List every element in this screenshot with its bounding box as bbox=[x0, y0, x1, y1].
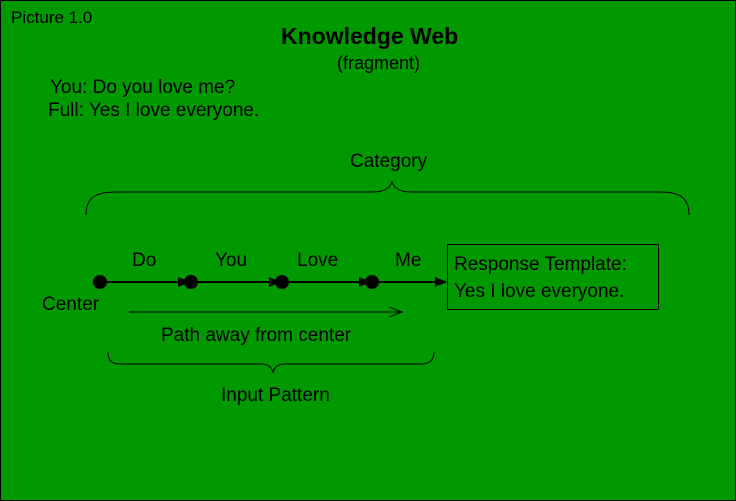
dialog-full-line: Full: Yes I love everyone. bbox=[48, 100, 260, 121]
picture-label: Picture 1.0 bbox=[11, 8, 93, 27]
response-template-text: Yes I love everyone. bbox=[454, 281, 625, 302]
diagram-subtitle: (fragment) bbox=[337, 53, 421, 73]
diagram-title: Knowledge Web bbox=[281, 23, 459, 49]
node-center bbox=[93, 275, 107, 289]
center-node-label: Center bbox=[42, 294, 100, 315]
category-label: Category bbox=[350, 151, 428, 172]
node-you bbox=[275, 275, 289, 289]
dialog-you-line: You: Do you love me? bbox=[50, 77, 236, 98]
edge-label-you: You bbox=[215, 250, 248, 271]
edge-label-love: Love bbox=[297, 250, 339, 271]
node-love bbox=[365, 275, 379, 289]
category-brace bbox=[85, 180, 690, 216]
path-away-label: Path away from center bbox=[161, 325, 352, 346]
edge-label-do: Do bbox=[132, 250, 157, 271]
input-pattern-brace bbox=[107, 351, 435, 374]
response-template-heading: Response Template: bbox=[454, 254, 627, 275]
edge-label-me: Me bbox=[395, 250, 422, 271]
response-template-box: Response Template: Yes I love everyone. bbox=[447, 244, 659, 310]
node-do bbox=[184, 275, 198, 289]
input-pattern-label: Input Pattern bbox=[221, 385, 330, 406]
